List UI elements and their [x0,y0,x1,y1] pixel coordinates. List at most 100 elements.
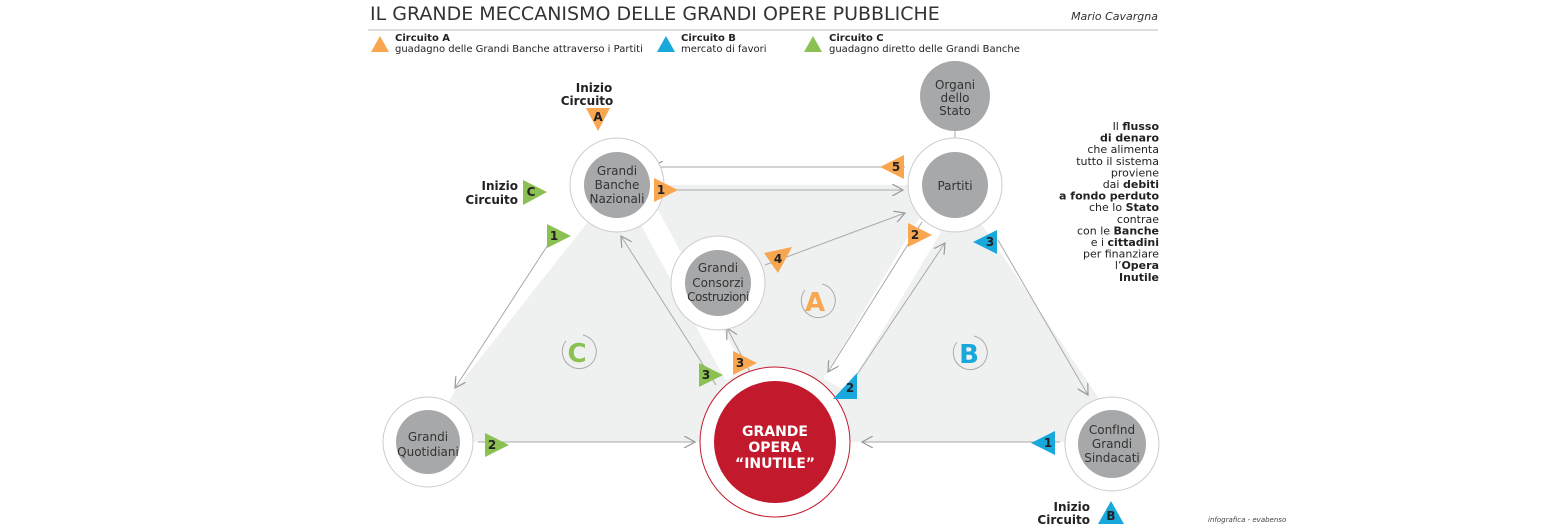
node-grande-opera: GRANDE OPERA “INUTILE” [699,366,851,518]
svg-text:Inizio: Inizio [1054,500,1090,514]
svg-text:4: 4 [774,252,782,266]
svg-text:guadagno delle Grandi Banche a: guadagno delle Grandi Banche attraverso … [395,44,643,55]
svg-text:dello: dello [940,91,969,105]
cycle-arrow-icon [800,283,836,319]
side-text-segment: flusso [1122,120,1159,133]
start-circuit-c: Inizio Circuito C [465,179,547,207]
svg-text:1: 1 [1044,436,1052,450]
svg-text:2: 2 [911,228,919,242]
side-text-segment: cittadini [1108,236,1159,249]
svg-text:Sindacati: Sindacati [1084,451,1140,465]
side-text-segment: per finanziare [1083,248,1159,261]
cycle-arrow-icon [952,335,988,371]
badge-a2: 2 [908,223,932,247]
author: Mario Cavargna [1071,10,1158,23]
svg-text:Grandi: Grandi [1092,437,1132,451]
svg-text:Consorzi: Consorzi [692,276,744,290]
badge-a1: 1 [654,178,678,202]
svg-text:Stato: Stato [939,104,971,118]
side-text-segment: Stato [1126,201,1160,214]
cycle-a: A [800,283,836,319]
node-organi-stato: Organi dello Stato [920,61,990,131]
svg-text:B: B [959,340,979,370]
badge-a5: 5 [880,155,904,179]
svg-text:Circuito: Circuito [465,193,518,207]
start-circuit-b: Inizio Circuito B [1037,500,1124,527]
credit: infografica - evabenso [1208,516,1286,524]
node-partiti: Partiti [907,137,1003,233]
svg-text:B: B [1106,509,1115,523]
svg-text:Grandi: Grandi [698,261,738,275]
side-text-segment: proviene [1111,166,1159,179]
svg-text:Quotidiani: Quotidiani [397,445,459,459]
svg-text:Circuito C: Circuito C [829,33,884,44]
svg-text:5: 5 [892,160,900,174]
badge-b3: 3 [973,230,997,254]
node-grandi-banche: Grandi Banche Nazionali [569,137,665,233]
badge-c2: 2 [485,433,509,457]
svg-text:3: 3 [736,356,744,370]
side-text-segment: che alimenta [1087,143,1159,156]
side-text-segment: Opera [1121,259,1159,272]
badge-c1: 1 [547,224,571,248]
side-text-segment: di denaro [1100,132,1159,145]
svg-text:1: 1 [657,183,665,197]
side-text-segment: debiti [1123,178,1159,191]
svg-text:Grandi: Grandi [597,164,637,178]
svg-text:1: 1 [550,229,558,243]
svg-text:A: A [805,288,825,318]
side-text-segment: dai [1103,178,1123,191]
node-grandi-consorzi: Grandi Consorzi Costruzioni [670,235,766,331]
corridor [823,218,942,392]
legend-item-a: Circuito A guadagno delle Grandi Banche … [371,33,643,55]
badge-b2: 2 [833,373,857,399]
svg-text:Inizio: Inizio [576,81,612,95]
page-title: IL GRANDE MECCANISMO DELLE GRANDI OPERE … [370,3,940,25]
side-text-segment: Banche [1114,224,1159,237]
side-text-segment: che lo [1089,201,1126,214]
svg-text:Circuito A: Circuito A [395,33,450,44]
svg-text:A: A [593,110,603,124]
side-text-segment: Il [1113,120,1123,133]
side-text-segment: contrae [1117,213,1159,226]
side-text-segment: tutto il sistema [1076,155,1159,168]
flow-arrows [455,130,1088,442]
svg-text:2: 2 [488,438,496,452]
legend-item-b: Circuito B mercato di favori [657,33,767,55]
triangle-icon [371,36,389,52]
side-text-segment: a fondo perduto [1059,190,1159,203]
svg-text:guadagno diretto delle Grandi: guadagno diretto delle Grandi Banche [829,44,1020,55]
svg-text:Banche: Banche [595,178,640,192]
svg-text:ConfInd: ConfInd [1089,423,1135,437]
node-grandi-quotidiani: Grandi Quotidiani [382,396,474,488]
badge-b1: 1 [1031,431,1055,455]
start-circuit-a: Inizio Circuito A [561,81,613,131]
svg-text:GRANDE: GRANDE [742,424,808,440]
svg-text:3: 3 [986,235,994,249]
svg-text:Circuito: Circuito [1037,513,1090,527]
svg-text:Grandi: Grandi [408,430,448,444]
side-text-segment: Inutile [1119,271,1159,284]
svg-text:C: C [527,185,536,199]
badge-a3: 3 [733,351,757,375]
cycle-c: C [561,334,597,370]
svg-text:C: C [567,339,586,369]
legend-item-c: Circuito C guadagno diretto delle Grandi… [804,33,1020,55]
svg-text:2: 2 [846,381,854,395]
triangle-icon [804,36,822,52]
svg-text:OPERA: OPERA [748,440,802,456]
svg-text:Partiti: Partiti [937,179,972,193]
svg-text:mercato di favori: mercato di favori [681,44,767,55]
badge-a4: 4 [764,247,792,273]
svg-text:Costruzioni: Costruzioni [687,290,749,304]
badge-c3: 3 [699,363,723,387]
svg-text:Circuito B: Circuito B [681,33,736,44]
cycle-arrow-icon [561,334,597,370]
cycle-b: B [952,335,988,371]
svg-text:Inizio: Inizio [482,179,518,193]
side-text-segment: e i [1091,236,1108,249]
side-text-segment: l’ [1115,259,1122,272]
node-confind-sindacati: ConfInd Grandi Sindacati [1064,396,1160,492]
